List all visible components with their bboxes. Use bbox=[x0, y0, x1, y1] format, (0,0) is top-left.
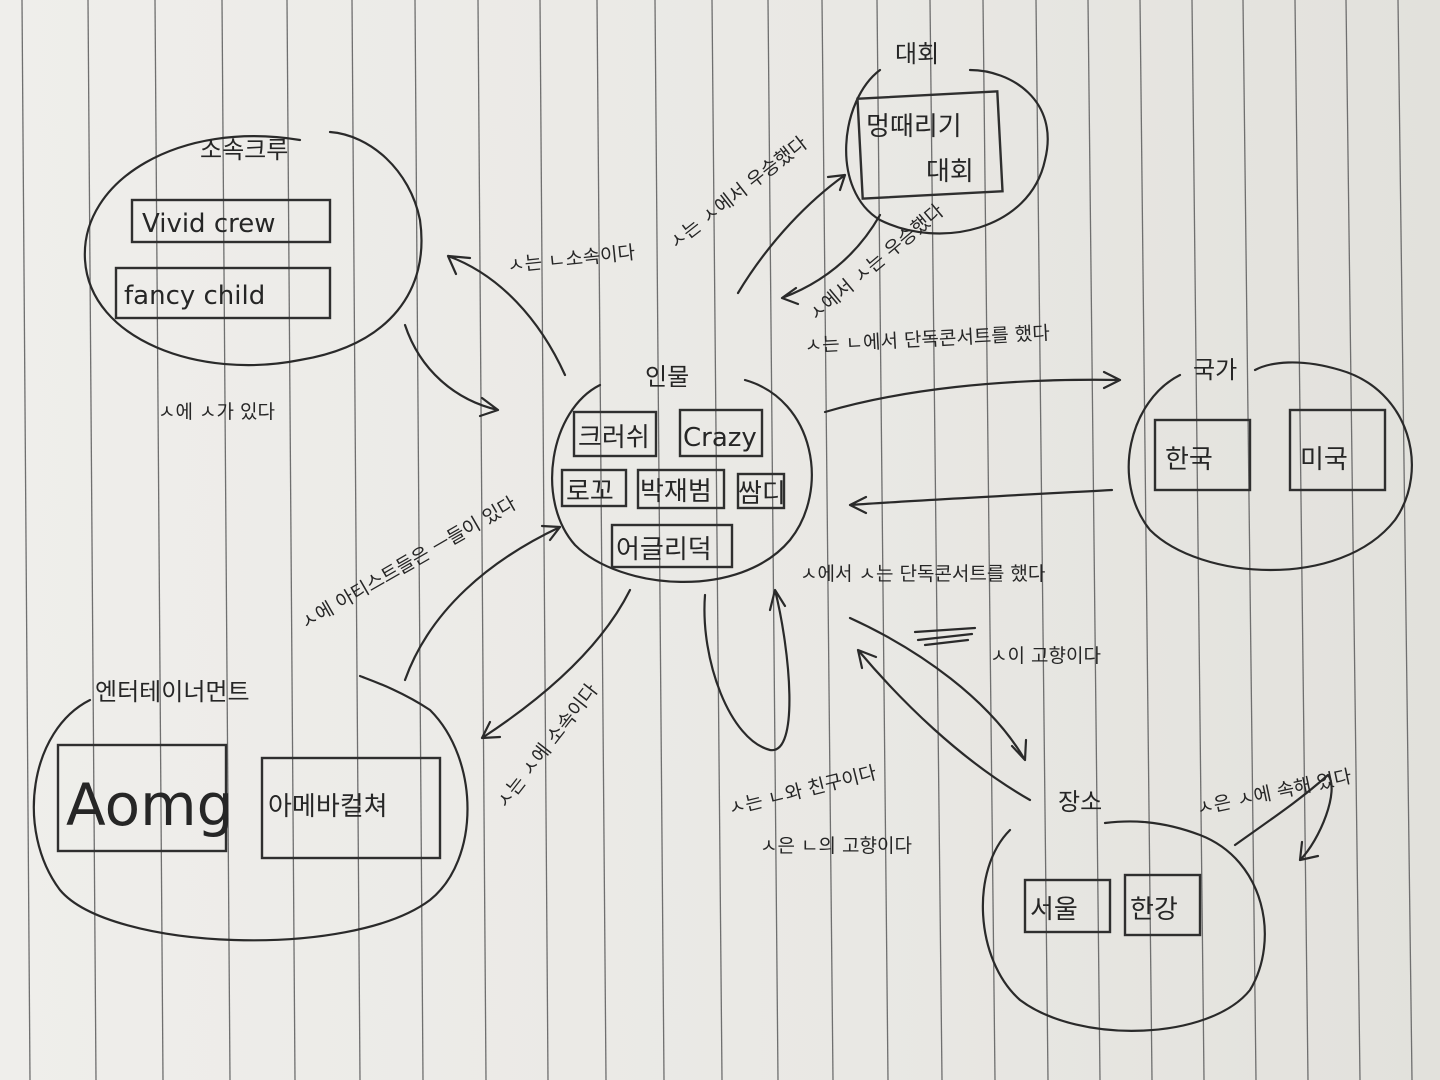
edge-label: ㅅ은 ㅅ에 속해 있다 bbox=[1194, 766, 1353, 820]
edge-arrows bbox=[403, 173, 1333, 862]
person-item: 쌈디 bbox=[738, 479, 786, 509]
person-item: 박재범 bbox=[640, 477, 712, 507]
entertainment-item: Aomg bbox=[66, 771, 233, 839]
country-title: 국가 bbox=[1193, 356, 1237, 384]
person-item: 어글리덕 bbox=[616, 535, 712, 565]
contest-item: 멍때리기 bbox=[866, 112, 962, 142]
arrow-crew-person bbox=[403, 323, 500, 418]
arrow-ent-person bbox=[403, 524, 562, 682]
edge-label: ㅅ에서 ㅅ는 단독콘서트를 했다 bbox=[800, 563, 1045, 585]
country-item: 한국 bbox=[1165, 445, 1213, 475]
edge-label: ㅅ에서 ㅅ는 우승했다 bbox=[804, 200, 948, 326]
place-item: 한강 bbox=[1130, 895, 1178, 925]
arrow-contest-person bbox=[780, 213, 882, 306]
crew-item: Vivid crew bbox=[142, 209, 276, 239]
arrow-place-self bbox=[1233, 773, 1333, 862]
edge-label: ㅅ에 ㅅ가 있다 bbox=[158, 401, 275, 423]
edge-label: ㅅ는 ㄴ와 친구이다 bbox=[726, 762, 879, 820]
arrow-person-self bbox=[703, 588, 791, 752]
crew-item: fancy child bbox=[124, 281, 265, 311]
edge-label: ㅅ는 ㅅ에 소속이다 bbox=[492, 680, 603, 813]
contest-item: 대회 bbox=[926, 157, 974, 187]
node-entertainment: 엔터테이너먼트 Aomg 아메바컬쳐 bbox=[32, 674, 469, 942]
edge-label: ㅅ이 고향이다 bbox=[990, 645, 1101, 667]
arrow-place-person bbox=[856, 648, 1032, 802]
arrow-country-person bbox=[848, 488, 1114, 515]
place-item: 서울 bbox=[1030, 895, 1078, 925]
node-crew: 소속크루 Vivid crew fancy child bbox=[83, 130, 423, 367]
node-country: 국가 한국 미국 bbox=[1127, 356, 1413, 572]
edge-label: ㅅ은 ㄴ의 고향이다 bbox=[760, 835, 912, 857]
arrow-person-ent bbox=[480, 588, 632, 740]
node-person: 인물 크러쉬 Crazy 로꼬 박재범 쌈디 어글리덕 bbox=[551, 363, 813, 583]
node-contest: 대회 멍때리기 대회 bbox=[845, 40, 1049, 235]
arrow-person-crew bbox=[446, 254, 567, 377]
arrow-person-country bbox=[823, 370, 1122, 414]
arrow-person-place bbox=[848, 616, 1028, 762]
ruled-lines bbox=[21, 0, 1413, 1080]
person-title: 인물 bbox=[645, 363, 689, 391]
edge-label: ㅅ에 아티스트들은 ㅡ들이 있다 bbox=[297, 493, 521, 635]
edge-label: ㅅ는 ㄴ소속이다 bbox=[506, 242, 636, 277]
person-item: 크러쉬 bbox=[578, 423, 650, 453]
scribble-mark bbox=[913, 626, 977, 647]
arrow-person-contest bbox=[736, 173, 847, 295]
entertainment-title: 엔터테이너먼트 bbox=[95, 678, 250, 706]
crew-title: 소속크루 bbox=[200, 136, 288, 164]
entertainment-item: 아메바컬쳐 bbox=[268, 792, 388, 822]
person-item: 로꼬 bbox=[566, 477, 614, 507]
edge-label: ㅅ는 ㅅ에서 우승했다 bbox=[665, 132, 812, 254]
edge-label: ㅅ는 ㄴ에서 단독콘서트를 했다 bbox=[804, 322, 1050, 357]
person-item: Crazy bbox=[683, 423, 757, 453]
node-place: 장소 서울 한강 bbox=[981, 788, 1266, 1032]
contest-title: 대회 bbox=[895, 40, 939, 68]
place-title: 장소 bbox=[1058, 788, 1102, 816]
country-item: 미국 bbox=[1300, 445, 1348, 475]
